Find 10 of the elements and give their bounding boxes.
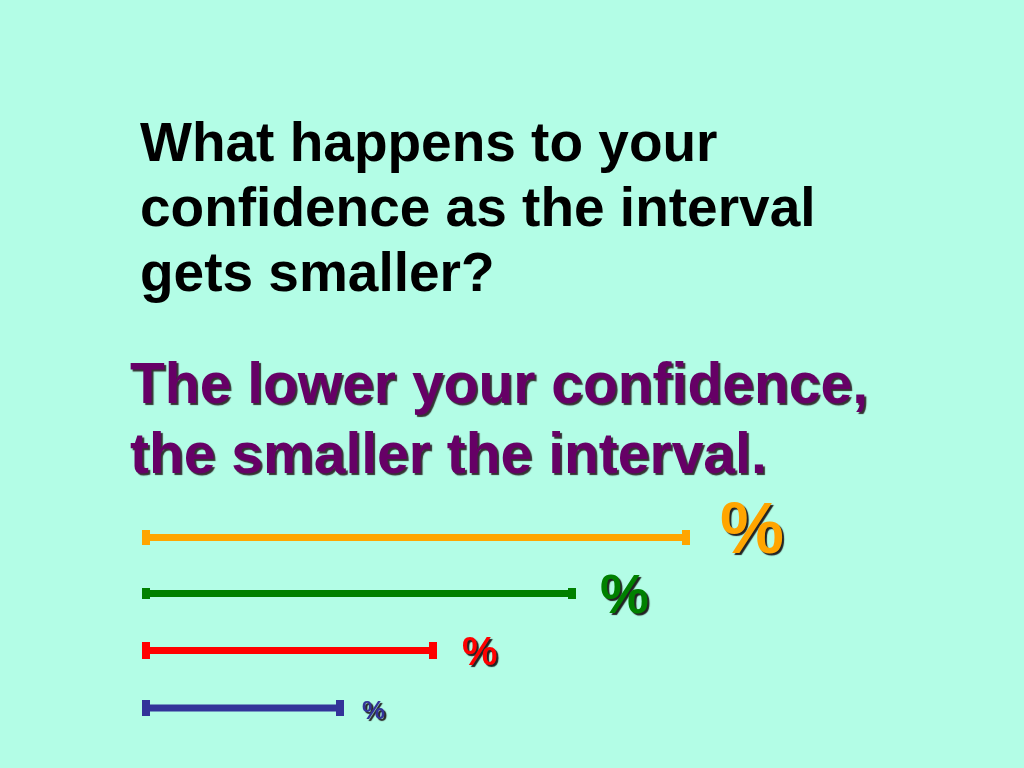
- answer-text: The lower your confidence, the smaller the interval.: [130, 350, 869, 487]
- percent-label: %: [720, 492, 785, 564]
- percent-label: %: [600, 567, 649, 622]
- interval-bar: [142, 700, 344, 716]
- percent-label: %: [462, 631, 498, 671]
- interval-bar: [142, 641, 437, 659]
- interval-bar: [142, 587, 576, 599]
- percent-label: %: [362, 697, 386, 723]
- question-heading: What happens to your confidence as the interval gets smaller?: [140, 110, 817, 305]
- interval-bar: [142, 529, 690, 545]
